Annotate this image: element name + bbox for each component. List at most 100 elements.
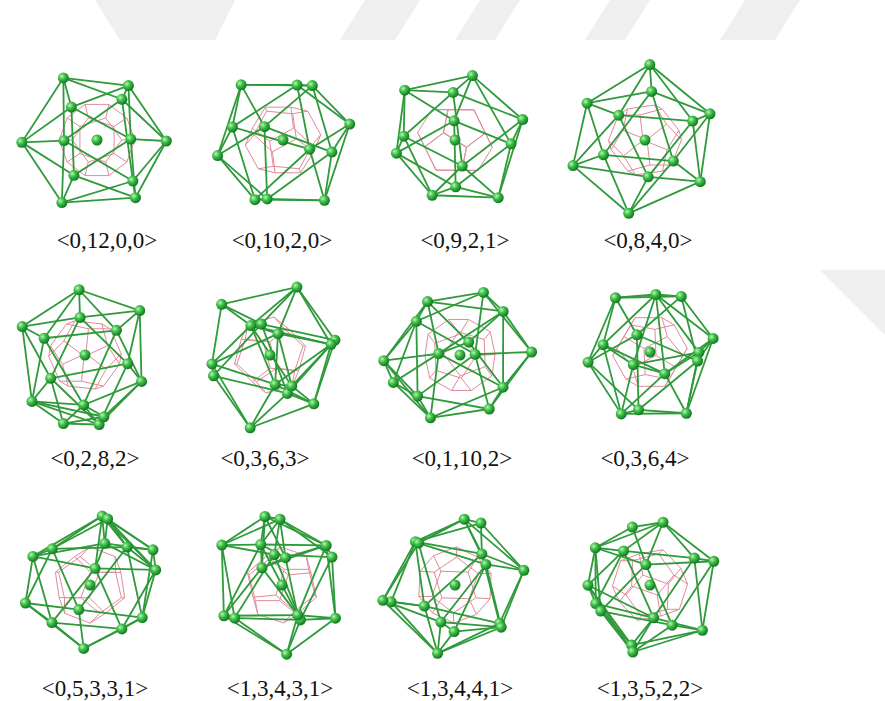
- atom: [229, 613, 240, 624]
- cluster-bond: [44, 330, 116, 338]
- atom: [457, 160, 468, 171]
- voronoi-cell-edge: [663, 550, 681, 569]
- cluster-bond: [396, 90, 404, 153]
- cluster-bond: [74, 175, 136, 197]
- voronoi-index-label: <0,10,2,0>: [232, 229, 333, 252]
- cluster-bond: [498, 120, 523, 198]
- atom: [590, 542, 601, 553]
- atom: [449, 115, 460, 126]
- voronoi-cluster: [20, 511, 161, 654]
- atom: [667, 620, 678, 631]
- cluster-bond: [502, 311, 504, 387]
- cluster-bond: [324, 124, 349, 200]
- atom: [425, 412, 436, 423]
- cluster-bond: [22, 78, 64, 142]
- atom: [518, 565, 529, 576]
- cluster-bond: [619, 65, 650, 116]
- cluster-bond: [99, 364, 127, 425]
- voronoi-cluster: [206, 282, 340, 434]
- cluster-bond: [324, 152, 331, 200]
- cluster-bond: [222, 545, 275, 555]
- atom: [419, 601, 430, 612]
- voronoi-cell-edge: [50, 346, 62, 364]
- voronoi-cluster: [17, 284, 147, 430]
- atom: [422, 296, 433, 307]
- cluster-bond: [418, 396, 490, 409]
- voronoi-cluster: [583, 289, 719, 419]
- cluster-bond: [454, 627, 501, 631]
- cluster-bond: [261, 544, 326, 547]
- atom: [517, 114, 528, 125]
- cluster-bond: [456, 187, 499, 198]
- cluster-bond: [51, 317, 80, 378]
- voronoi-index-label: <0,3,6,4>: [600, 447, 689, 470]
- cluster-bond: [637, 296, 681, 334]
- voronoi-cell-edge: [253, 597, 258, 614]
- voronoi-cell-edge: [308, 111, 321, 135]
- cluster-bond: [438, 623, 500, 653]
- cluster-bond: [393, 382, 430, 417]
- cluster-bond: [686, 338, 713, 413]
- cluster-group: [16, 59, 719, 660]
- cluster-bond: [595, 522, 663, 548]
- atom: [122, 541, 133, 552]
- cluster-bond: [287, 618, 336, 654]
- atom: [330, 613, 341, 624]
- cluster-bond: [396, 121, 454, 153]
- cluster-bond: [261, 324, 335, 340]
- voronoi-cell-edge: [90, 613, 105, 623]
- atom: [102, 513, 113, 524]
- cluster-bond: [84, 618, 143, 649]
- voronoi-index-label: <1,3,4,4,1>: [407, 677, 513, 700]
- atom: [628, 359, 639, 370]
- atom: [130, 192, 141, 203]
- voronoi-cell-edge: [443, 110, 448, 133]
- atom: [681, 408, 692, 419]
- cluster-bond: [62, 198, 136, 203]
- atom: [161, 136, 172, 147]
- voronoi-index-label: <0,1,10,2>: [412, 447, 513, 470]
- atom: [80, 350, 91, 361]
- voronoi-cell-edge: [55, 572, 59, 597]
- cluster-bond: [673, 114, 710, 161]
- cluster-bond: [439, 311, 504, 353]
- cluster-bond: [646, 565, 672, 626]
- cluster-bond: [79, 610, 84, 649]
- cluster-bond: [63, 78, 128, 86]
- voronoi-cell-edge: [275, 172, 300, 173]
- cluster-bond: [79, 290, 116, 331]
- atom: [496, 622, 507, 633]
- voronoi-cell-edge: [121, 572, 125, 597]
- cluster-bond: [52, 623, 122, 629]
- cluster-bond: [588, 548, 595, 585]
- atom: [450, 580, 461, 591]
- atom: [245, 422, 256, 433]
- cluster-bond: [469, 342, 503, 387]
- voronoi-cell-edge: [624, 140, 643, 156]
- cluster-bond: [251, 325, 292, 385]
- cluster-bond: [22, 327, 50, 379]
- cluster-bond: [275, 334, 278, 385]
- cluster-bond: [646, 561, 714, 564]
- watermark-shape: [340, 0, 420, 40]
- atom: [66, 102, 77, 113]
- voronoi-cell-edge: [452, 390, 472, 391]
- voronoi-index-label: <0,2,8,2>: [50, 447, 139, 470]
- voronoi-index-label: <1,3,4,3,1>: [227, 677, 333, 700]
- cluster-bond: [416, 321, 475, 354]
- cluster-bond: [588, 298, 615, 362]
- cluster-bond: [481, 523, 524, 570]
- cluster-bond: [383, 542, 416, 601]
- atom: [449, 626, 460, 637]
- voronoi-cluster: [212, 79, 355, 206]
- cluster-bond: [629, 182, 701, 214]
- cluster-bond: [79, 547, 127, 610]
- atom: [463, 337, 474, 348]
- cluster-bond: [489, 352, 531, 409]
- atom: [308, 398, 319, 409]
- cluster-bond: [222, 519, 280, 545]
- cluster-bond: [278, 334, 292, 386]
- cluster-bond: [588, 585, 632, 645]
- atom: [598, 339, 609, 350]
- atom: [476, 548, 487, 559]
